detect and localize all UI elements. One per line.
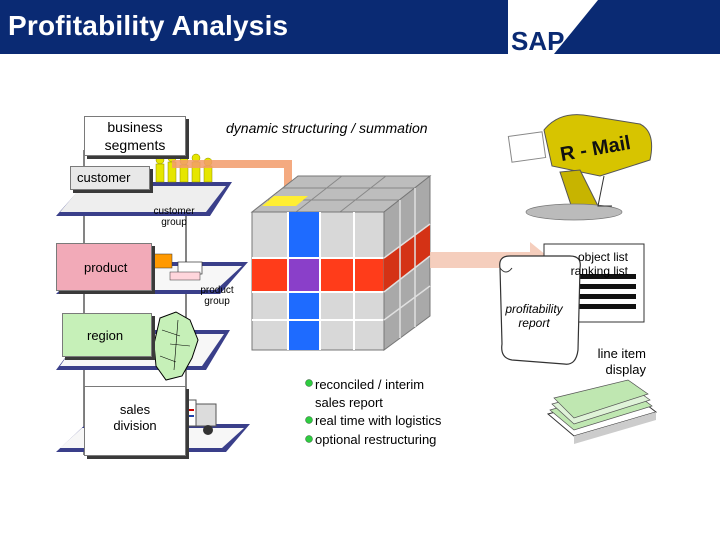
plane-customer	[60, 186, 226, 212]
plane-label-region-box: region	[62, 313, 152, 357]
plane-label-product-box: product	[56, 243, 152, 291]
plane-sublabel-customer: customer group	[153, 206, 195, 228]
line-item-label: line item display	[597, 346, 646, 377]
report-scroll-icon	[499, 255, 581, 365]
mailbox-icon: R - Mail	[507, 114, 653, 221]
flow-arrow-right	[430, 242, 552, 278]
object-list-label: object list ranking list	[570, 250, 628, 278]
data-cube	[250, 174, 432, 351]
sap-logo: SAP	[508, 0, 598, 54]
plane-sublabel-product: product group	[200, 285, 234, 307]
title-bar: Profitability Analysis SAP	[0, 0, 720, 54]
plane-label-region: region	[87, 328, 124, 343]
page-title: Profitability Analysis	[8, 10, 289, 41]
bullet-icons	[305, 379, 313, 443]
product-icon	[149, 253, 203, 281]
business-segments-label: business segments	[104, 119, 166, 153]
plane-label-sales: sales division	[113, 402, 157, 433]
feature-2: real time with logistics	[315, 413, 442, 428]
line-item-stack-icon	[546, 379, 658, 444]
feature-3: optional restructuring	[315, 432, 437, 447]
plane-label-customer: customer	[77, 170, 131, 185]
plane-label-product: product	[84, 260, 128, 275]
sap-logo-text: SAP	[511, 26, 564, 54]
plane-label-sales-box: sales division	[84, 386, 186, 456]
feature-1: reconciled / interim sales report	[315, 377, 425, 410]
business-segments-card: business segments	[84, 116, 186, 156]
plane-label-customer-box: customer	[70, 166, 150, 190]
dynamic-structuring-label: dynamic structuring / summation	[226, 120, 428, 136]
profitability-report-label: profitability report	[505, 302, 563, 330]
